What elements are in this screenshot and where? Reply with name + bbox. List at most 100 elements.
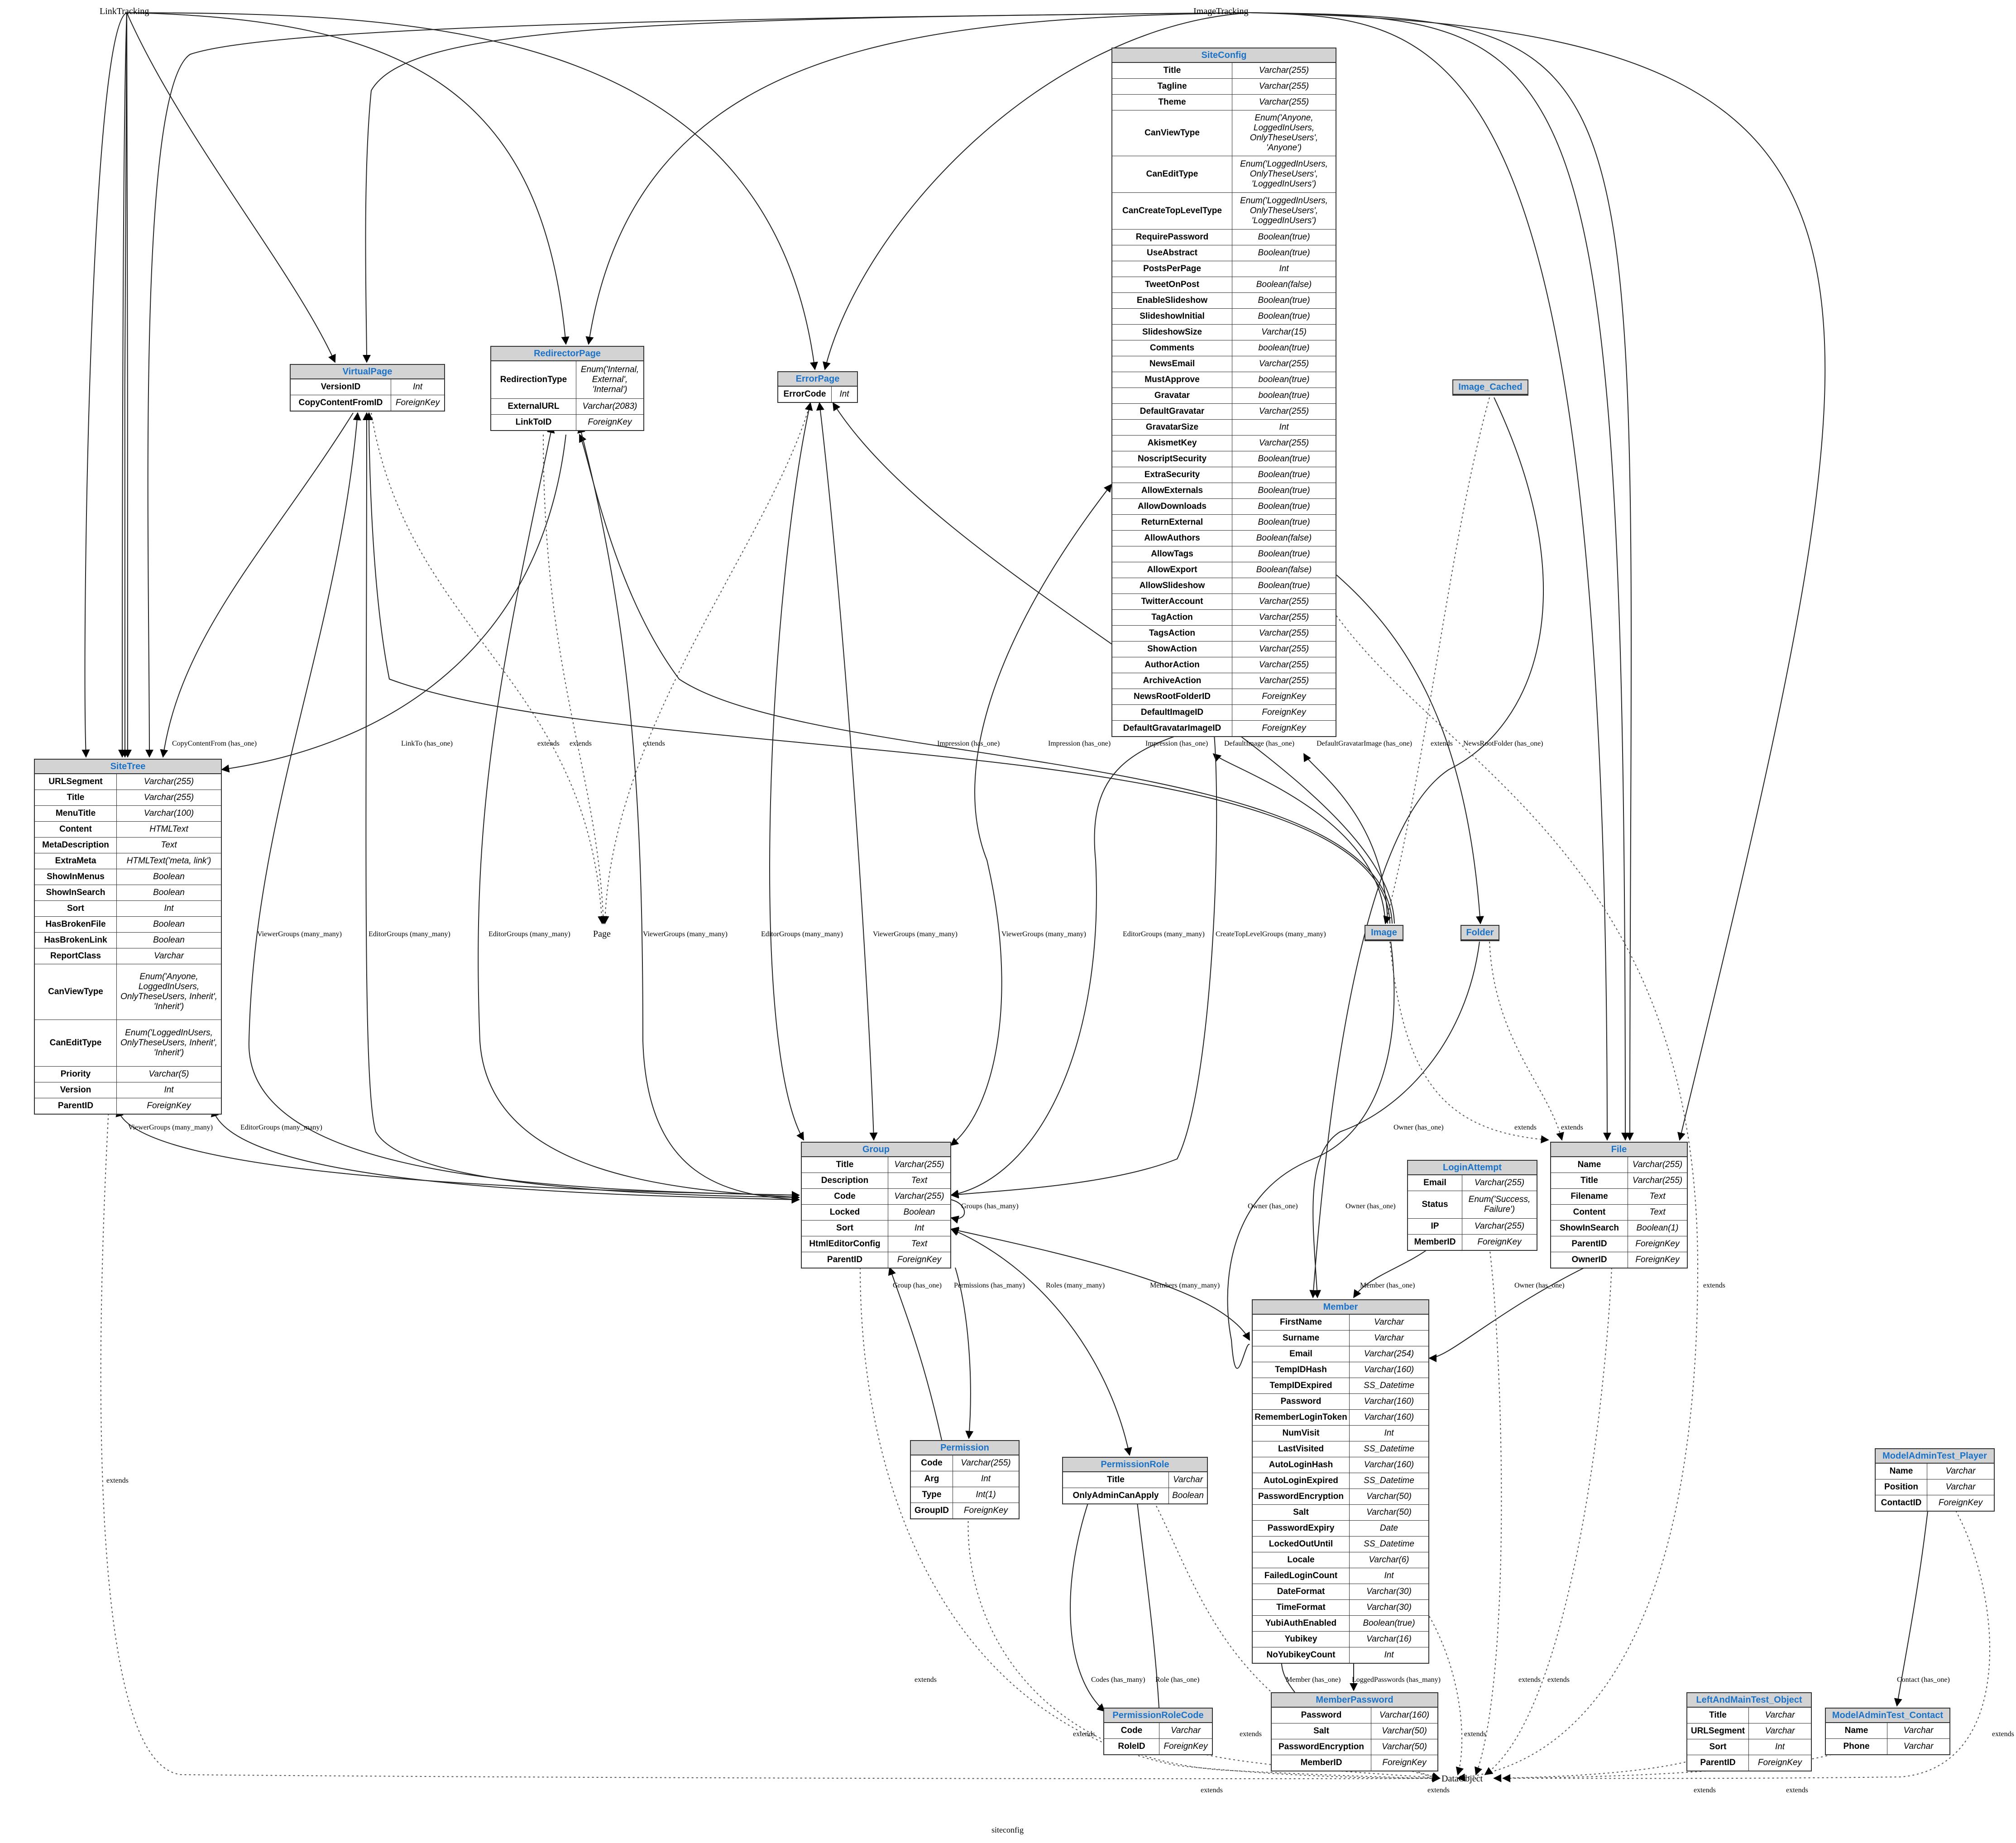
edge-file-dataobject xyxy=(1484,1267,1612,1776)
edge-group-permission xyxy=(955,1267,974,1439)
entity-title: Image_Cached xyxy=(1453,380,1528,395)
field-type: boolean(true) xyxy=(1258,375,1310,384)
field-name: FirstName xyxy=(1253,1315,1350,1330)
field-type: Enum('Success, Failure') xyxy=(1468,1195,1531,1214)
field-name: MetaDescription xyxy=(35,838,117,853)
field-type: Varchar(255) xyxy=(1259,407,1309,416)
edge-imagetracking-sitetree xyxy=(145,12,1250,758)
field-type: Boolean(false) xyxy=(1256,280,1312,289)
edge-label: Owner (has_one) xyxy=(1346,1202,1396,1210)
edge-label: DefaultGravatarImage (has_one) xyxy=(1317,740,1412,747)
field-name: Tagline xyxy=(1112,79,1232,94)
edge-image-member xyxy=(1227,941,1395,1369)
edge-image-file xyxy=(1389,941,1549,1144)
edge-label: Owner (has_one) xyxy=(1248,1202,1298,1210)
field-type: Boolean(true) xyxy=(1258,581,1310,590)
field-type: Varchar(5) xyxy=(148,1069,189,1079)
entity-title: Image xyxy=(1365,926,1403,940)
field-name: RememberLoginToken xyxy=(1253,1410,1350,1425)
edge-label: EditorGroups (many_many) xyxy=(369,930,450,938)
field-name: CopyContentFromID xyxy=(291,395,391,411)
field-name: OnlyAdminCanApply xyxy=(1063,1488,1169,1503)
field-type: Enum('LoggedInUsers, OnlyTheseUsers', 'L… xyxy=(1240,196,1328,225)
field-type: Boolean xyxy=(153,935,185,945)
field-type: Varchar xyxy=(1374,1333,1404,1343)
field-type: Varchar(30) xyxy=(1366,1603,1412,1612)
edge-label: Roles (many_many) xyxy=(1046,1282,1105,1289)
field-name: Sort xyxy=(35,901,117,916)
field-row: CanCreateTopLevelType Enum('LoggedInUsers… xyxy=(1112,193,1336,230)
field-type: Text xyxy=(911,1239,928,1249)
edge-imagetracking-file xyxy=(1249,12,1634,1141)
field-name: AkismetKey xyxy=(1112,436,1232,451)
field-type: SS_Datetime xyxy=(1364,1539,1414,1549)
field-name: ContactID xyxy=(1876,1495,1927,1511)
entity-title: Permission xyxy=(911,1441,1019,1455)
field-type: Varchar(160) xyxy=(1364,1397,1414,1406)
edge-label: extends xyxy=(1547,1676,1570,1684)
field-type: Varchar(30) xyxy=(1366,1587,1412,1596)
field-type: Boolean(false) xyxy=(1256,533,1312,543)
edge-label: Permissions (has_many) xyxy=(954,1282,1025,1289)
field-name: CanCreateTopLevelType xyxy=(1112,193,1232,229)
field-type: Varchar(255) xyxy=(1259,97,1309,107)
field-name: Email xyxy=(1253,1346,1350,1362)
field-type: HTMLText('meta, link') xyxy=(126,856,211,866)
field-type: Varchar xyxy=(1765,1710,1795,1720)
field-name: Locale xyxy=(1253,1552,1350,1568)
field-type: Boolean(true) xyxy=(1258,502,1310,511)
field-name: Version xyxy=(35,1082,117,1098)
field-name: NoscriptSecurity xyxy=(1112,451,1232,467)
field-name: UseAbstract xyxy=(1112,245,1232,261)
field-name: Yubikey xyxy=(1253,1632,1350,1647)
field-type: Varchar(254) xyxy=(1364,1349,1414,1359)
edge-folder-file xyxy=(1489,941,1564,1141)
edge-linktracking-sitetree xyxy=(118,12,127,758)
edge-label: Group (has_one) xyxy=(893,1282,942,1289)
field-type: Varchar(255) xyxy=(1259,359,1309,369)
entity-title: PermissionRoleCode xyxy=(1104,1709,1212,1723)
field-name: TagAction xyxy=(1112,610,1232,625)
field-name: Title xyxy=(1551,1173,1628,1188)
field-type: Varchar xyxy=(1173,1475,1203,1484)
field-type: ForeignKey xyxy=(588,417,632,427)
field-name: MustApprove xyxy=(1112,372,1232,388)
field-name: PasswordEncryption xyxy=(1253,1489,1350,1504)
field-name: RoleID xyxy=(1104,1739,1159,1754)
edge-sitetree-group-editor xyxy=(211,1108,800,1204)
field-name: Name xyxy=(1551,1157,1628,1173)
edge-label: Impression (has_one) xyxy=(1145,740,1208,747)
field-name: AllowExport xyxy=(1112,562,1232,578)
edge-imagecached-image xyxy=(1383,397,1490,924)
field-type: Varchar(100) xyxy=(144,809,194,818)
edge-imagetracking-file xyxy=(1249,12,1611,1141)
